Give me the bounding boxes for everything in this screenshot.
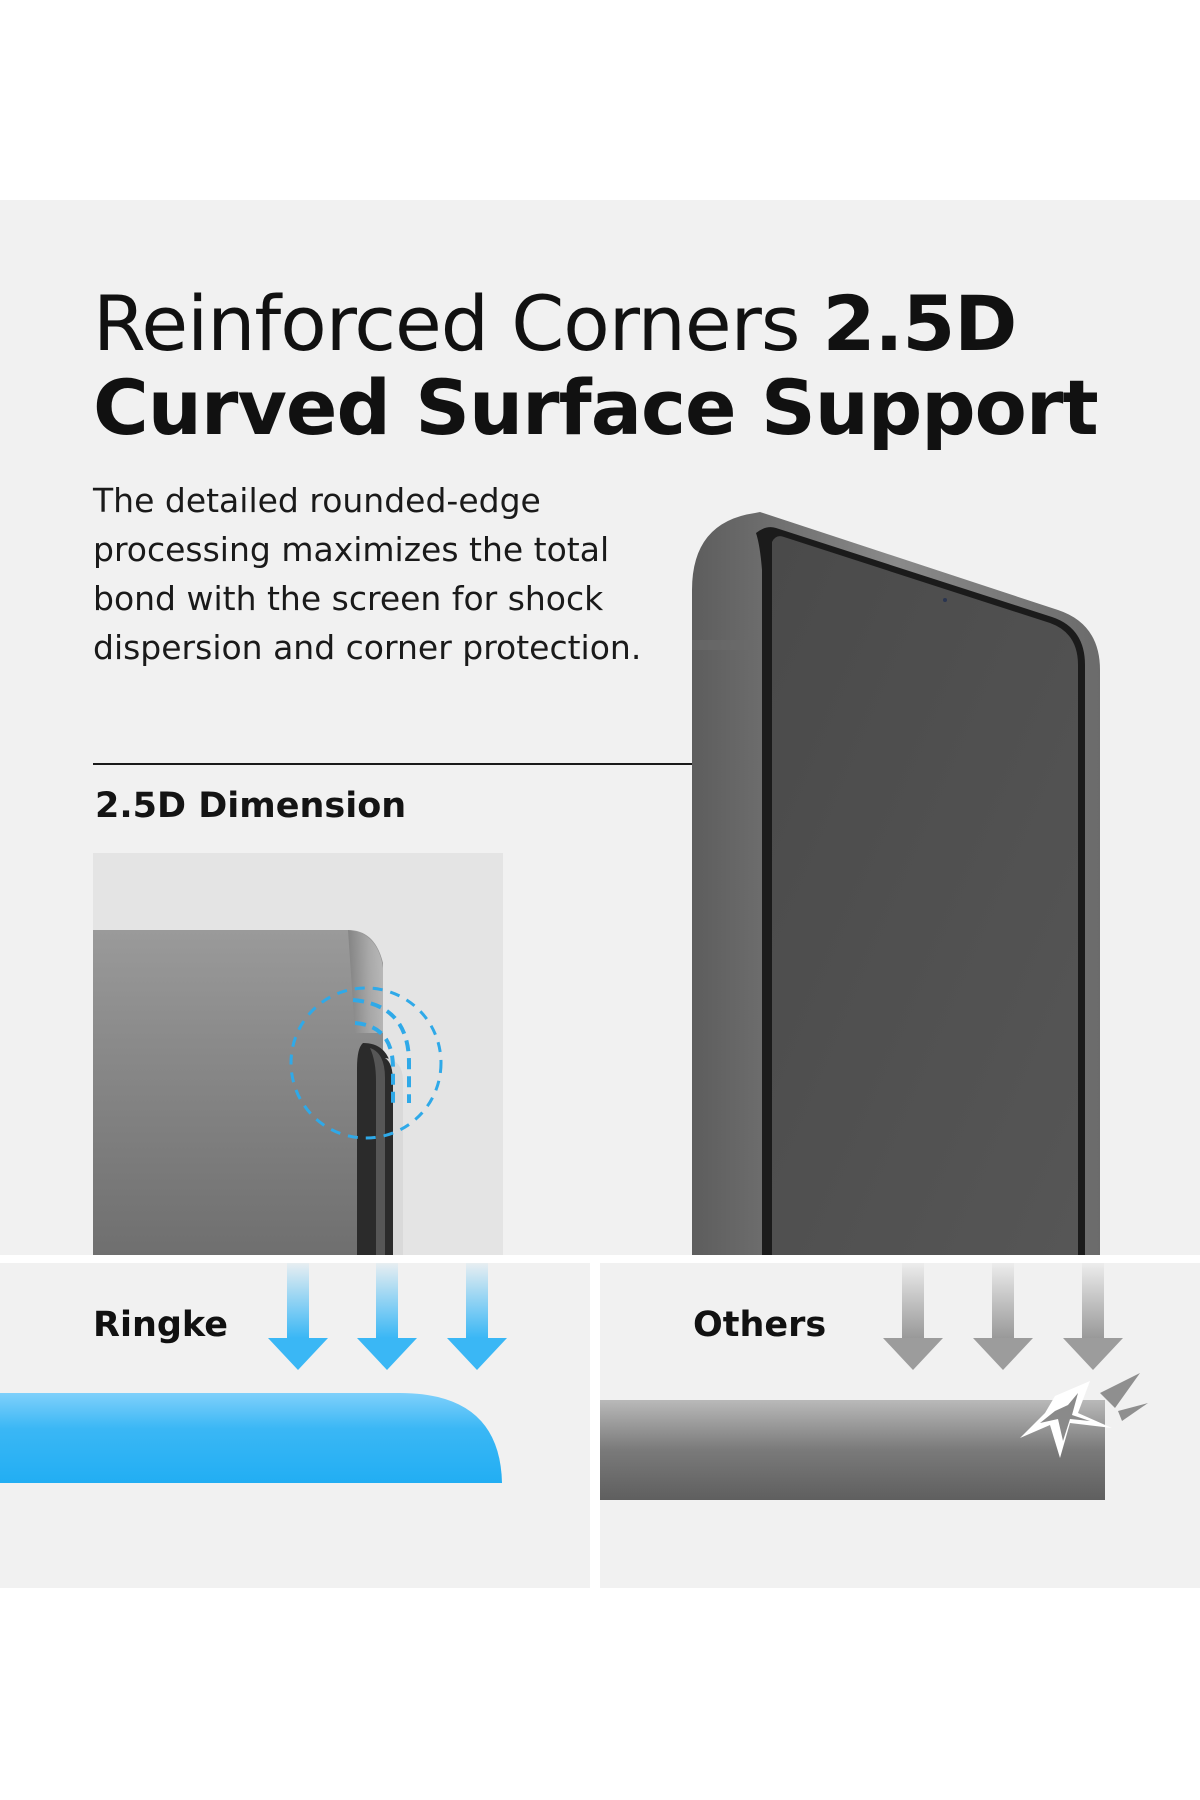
edge-detail-image (93, 853, 503, 1255)
impact-arrow-gray-3 (1063, 1263, 1123, 1370)
others-comparison-panel: Others (600, 1263, 1200, 1588)
phone-illustration (680, 500, 1120, 1255)
crack-icon (1020, 1373, 1148, 1458)
headline-part3: Curved Surface Support (93, 363, 1099, 452)
callout-line (93, 763, 773, 765)
impact-arrow-3 (447, 1263, 507, 1370)
ringke-label: Ringke (93, 1305, 228, 1345)
impact-arrow-1 (268, 1263, 328, 1370)
impact-arrow-2 (357, 1263, 417, 1370)
headline-part2: 2.5D (822, 279, 1018, 368)
description: The detailed rounded-edge processing max… (93, 481, 642, 667)
ringke-comparison-panel: Ringke (0, 1263, 590, 1588)
others-label: Others (693, 1305, 827, 1345)
curve-highlight-arc-inner (354, 1021, 395, 1103)
impact-arrow-gray-1 (883, 1263, 943, 1370)
curve-highlight-circle (289, 986, 443, 1140)
others-glass-shape (600, 1400, 1105, 1500)
curve-highlight-arc-outer (352, 998, 411, 1103)
ringke-glass-shape (0, 1393, 502, 1483)
dimension-label: 2.5D Dimension (95, 786, 407, 826)
headline-part1: Reinforced Corners (93, 279, 823, 368)
impact-arrow-gray-2 (973, 1263, 1033, 1370)
